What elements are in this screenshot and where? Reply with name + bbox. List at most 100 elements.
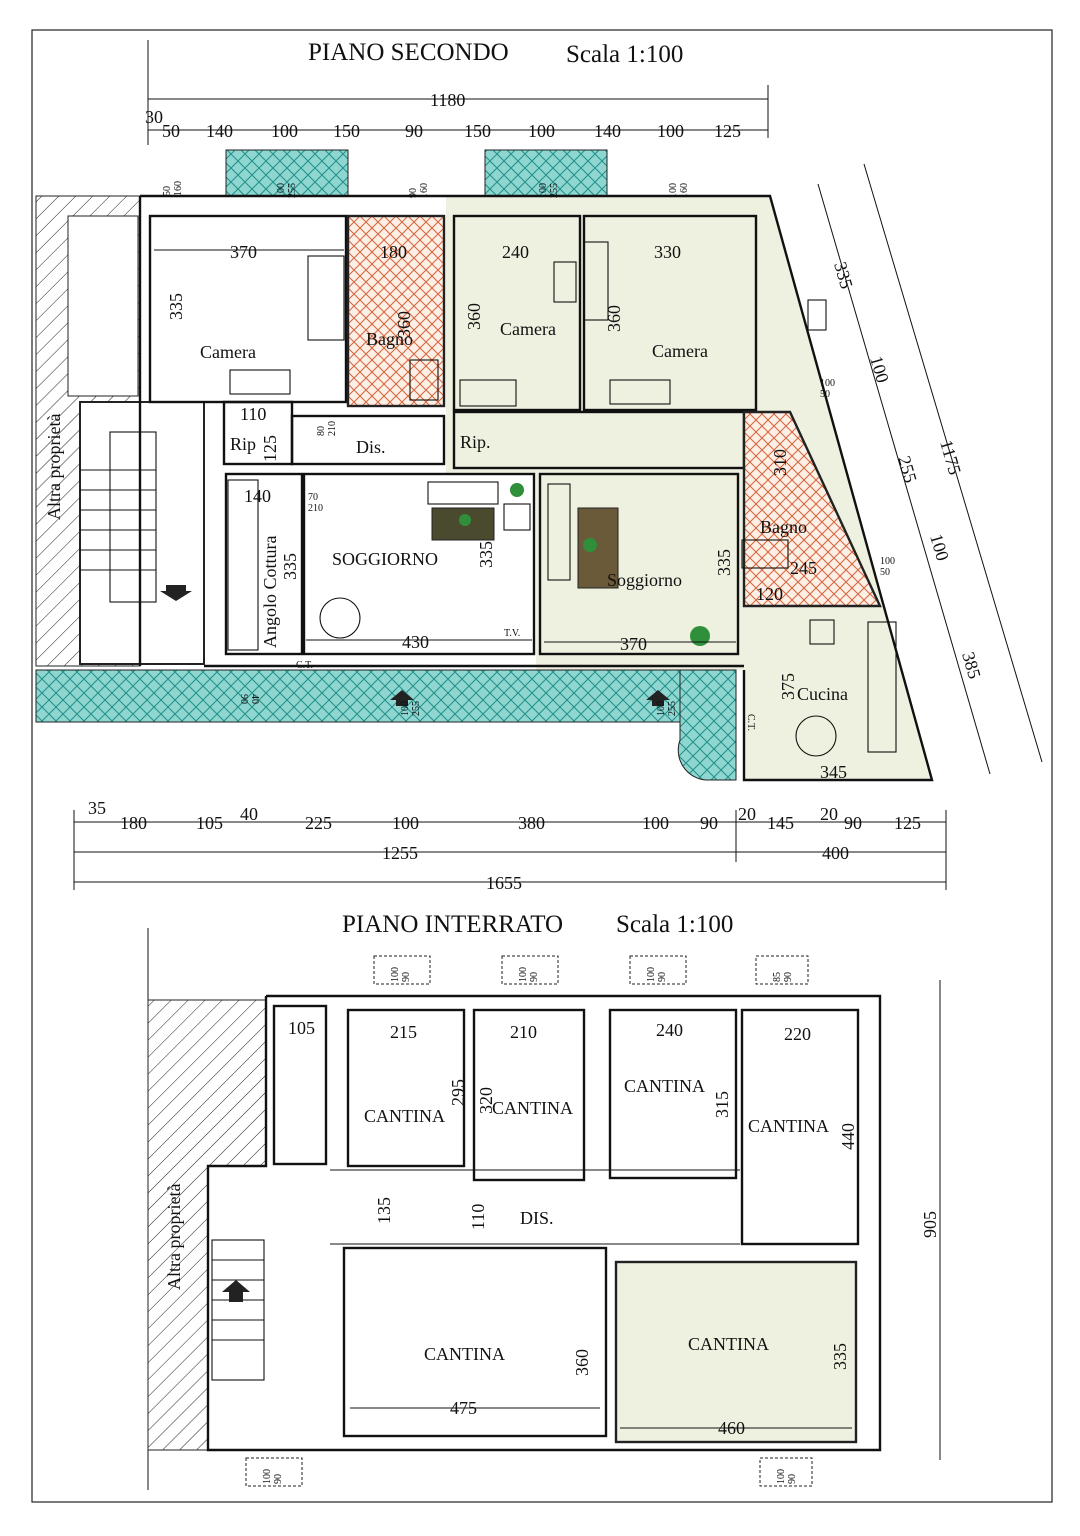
stairs-up-arrow xyxy=(222,1280,250,1302)
room-label: CANTINA xyxy=(492,1098,573,1118)
exterior-wall xyxy=(140,194,934,782)
room-dim: 370 xyxy=(620,634,647,654)
plan-title: PIANO INTERRATO xyxy=(342,911,563,938)
dim-part: 125 xyxy=(714,121,741,141)
side-dim: 335 xyxy=(830,260,857,291)
plant-icon xyxy=(690,626,710,646)
room-dim: 140 xyxy=(244,486,271,506)
room-dim: 330 xyxy=(654,242,681,262)
sheet-border xyxy=(31,29,1053,1503)
room-label: Camera xyxy=(200,342,256,362)
bathroom-tiles xyxy=(346,214,446,408)
room-label: Angolo Cottura xyxy=(260,535,280,648)
room-label: Rip xyxy=(230,434,256,454)
dim-part: 100 xyxy=(642,813,669,833)
room-dim: 180 xyxy=(380,242,407,262)
dim-part: 90 xyxy=(700,813,718,833)
dim-part: 90 xyxy=(405,121,423,141)
room-dimensions: 105 215 295 210 320 240 315 220 440 135 … xyxy=(288,980,941,1460)
room-label: CANTINA xyxy=(424,1344,505,1364)
dim-part: 140 xyxy=(594,121,621,141)
room-dim: 125 xyxy=(260,435,280,462)
plant-icon xyxy=(459,514,471,526)
room-dim: 360 xyxy=(572,1349,592,1376)
room-label: Cucina xyxy=(797,684,848,704)
dim-part: 180 xyxy=(120,813,147,833)
dim-part: 145 xyxy=(767,813,794,833)
plan-title: PIANO SECONDO xyxy=(308,39,509,66)
opening-annotations: 10090 10090 10090 8590 10090 10090 xyxy=(245,955,813,1487)
dim-part: 150 xyxy=(464,121,491,141)
room-label: Camera xyxy=(500,319,556,339)
dim-part: 100 xyxy=(528,121,555,141)
room-dim: 360 xyxy=(464,303,484,330)
plant-icon xyxy=(583,538,597,552)
dim-part: 90 xyxy=(844,813,862,833)
room-dim: 440 xyxy=(838,1123,858,1150)
neighbour-label: Altra proprietà xyxy=(164,1184,184,1290)
neighbour-void xyxy=(67,215,139,397)
dim-part: 150 xyxy=(333,121,360,141)
entry-arrow xyxy=(390,690,414,706)
room-label: Dis. xyxy=(356,437,386,457)
opening-size: 100255 xyxy=(656,701,678,716)
room-label: Bagno xyxy=(366,329,413,349)
dim-part: 125 xyxy=(894,813,921,833)
balcony-bottom xyxy=(35,669,737,723)
dim-part: 105 xyxy=(196,813,223,833)
room-dim: 105 xyxy=(288,1018,315,1038)
room-label: SOGGIORNO xyxy=(332,549,438,569)
opening-size: 80210 xyxy=(316,421,338,436)
dim-part: 20 xyxy=(820,804,838,824)
room-dim: 210 xyxy=(510,1022,537,1042)
room-dim: 375 xyxy=(778,673,798,700)
room-dim: 220 xyxy=(784,1024,811,1044)
opening-size: 50160 xyxy=(162,181,184,196)
room-dim: 315 xyxy=(712,1091,732,1118)
room-dim: 335 xyxy=(476,541,496,568)
side-dim: 100 xyxy=(866,354,893,385)
balcony xyxy=(484,149,608,197)
dim-part: 140 xyxy=(206,121,233,141)
bathroom2-tiles xyxy=(742,410,882,608)
room-dim: 905 xyxy=(920,1211,940,1238)
dim-part: 225 xyxy=(305,813,332,833)
room-label: Camera xyxy=(652,341,708,361)
dim-part: 100 xyxy=(271,121,298,141)
dim-part: 100 xyxy=(657,121,684,141)
opening-size: 10090 xyxy=(518,967,540,982)
room-dim: 335 xyxy=(714,549,734,576)
neighbour-label: Altra proprietà xyxy=(44,414,64,520)
exterior-wall xyxy=(206,994,882,1452)
room-labels: Camera Bagno Camera Camera Rip Dis. Rip.… xyxy=(200,319,848,731)
dim-part: 20 xyxy=(738,804,756,824)
room-dim: 360 xyxy=(394,311,414,338)
dim-part: 1655 xyxy=(486,873,522,893)
room-dim: 120 xyxy=(756,584,783,604)
plan-piano-secondo: PIANO SECONDO Scala 1:100 1180 30 50 140… xyxy=(35,39,1043,893)
room-label: C.T. xyxy=(745,714,756,731)
opening-size: 100255 xyxy=(276,183,298,198)
room-label: Rip. xyxy=(460,432,491,452)
tv-label: T.V. xyxy=(504,628,520,639)
dim-part: 30 xyxy=(145,107,163,127)
room-label: Bagno xyxy=(760,517,807,537)
plant-icon xyxy=(510,483,524,497)
entry-arrow xyxy=(646,690,670,706)
opening-size: 10090 xyxy=(390,967,412,982)
room-dimensions: 370 335 180 360 240 360 330 360 110 125 … xyxy=(154,242,847,782)
dim-part: 100 xyxy=(392,813,419,833)
cellar-shaded xyxy=(614,1260,858,1444)
room-dim: 335 xyxy=(830,1343,850,1370)
top-dimension-chain: 1180 30 50 140 100 150 90 150 100 140 10… xyxy=(145,40,769,145)
room-label: CANTINA xyxy=(624,1076,705,1096)
interior-walls xyxy=(148,214,882,656)
room-dim: 430 xyxy=(402,632,429,652)
room-dim: 240 xyxy=(502,242,529,262)
room-dim: 360 xyxy=(604,305,624,332)
room-dim: 295 xyxy=(448,1079,468,1106)
